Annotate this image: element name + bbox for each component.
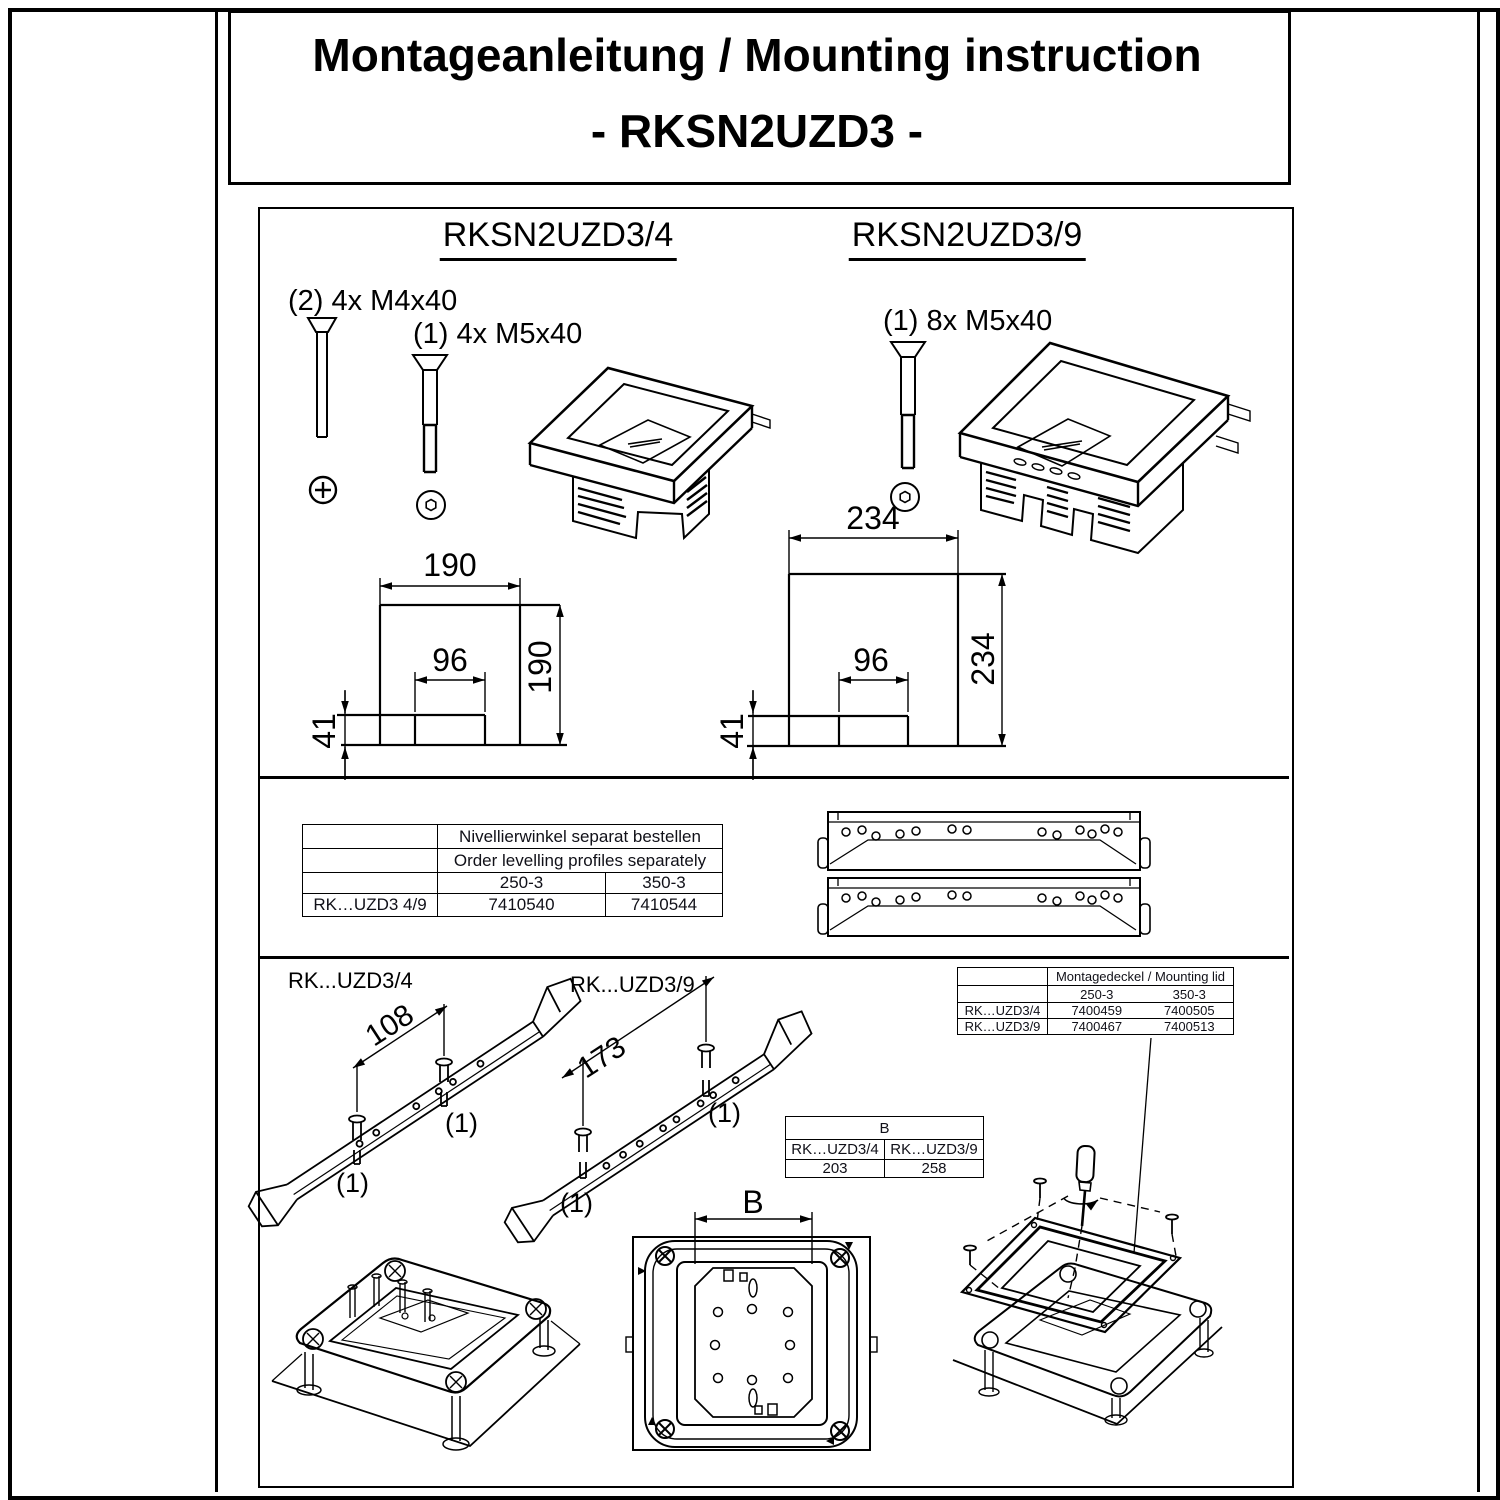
title-block [228, 10, 1291, 185]
dim-width-v9: 234 [846, 500, 900, 536]
rail-v9-figure [503, 976, 813, 1244]
heading-variant-9: RKSN2UZD3/9 [848, 218, 1086, 261]
frame-box-v4-figure [527, 366, 771, 541]
rail-v9-qty-a: (1) [708, 1098, 741, 1128]
screwdriver-icon [1063, 1144, 1099, 1227]
m4-screw-icon [306, 317, 338, 438]
lid-col-350: 350-3 [1145, 985, 1234, 1003]
levelling-empty-cell [302, 824, 438, 849]
screw-label-m5x40-v4: (1) 4x M5x40 [413, 318, 583, 350]
dim-notch-width-v9: 96 [853, 642, 889, 678]
rail-v4-figure [247, 977, 582, 1228]
m5-screw-v9-icon [889, 341, 927, 470]
dim-drawing-v4 [337, 578, 567, 780]
levelling-row-label: RK…UZD3 4/9 [302, 893, 438, 917]
lid-row1-val2: 7400513 [1145, 1018, 1234, 1035]
page-subtitle: - RKSN2UZD3 - [590, 105, 924, 157]
levelling-val-350: 7410544 [605, 893, 723, 917]
screw-label-m5x40-v9: (1) 8x M5x40 [883, 305, 1053, 337]
divider-middle-bottom [259, 956, 1289, 959]
phillips-head-icon [308, 475, 338, 505]
b-val-v9: 258 [884, 1159, 984, 1178]
rail-v4-qty-b: (1) [336, 1168, 369, 1198]
b-table: B RK…UZD3/4 RK…UZD3/9 203 258 [785, 1116, 984, 1178]
m5-screw-v4-icon [411, 354, 449, 474]
dim-notch-width-v4: 96 [432, 642, 468, 678]
heading-variant-4: RKSN2UZD3/4 [439, 218, 677, 261]
assembled-unit-figure [271, 1257, 581, 1451]
lid-row0-val2: 7400505 [1145, 1002, 1234, 1019]
page-title: Montageanleitung / Mounting instruction [312, 29, 1202, 81]
page-inner-line-left [215, 8, 218, 1492]
levelling-table: Nivellierwinkel separat bestellen Order … [302, 824, 723, 917]
levelling-empty-cell [302, 848, 438, 873]
lid-row-label: RK…UZD3/4 [957, 1002, 1048, 1019]
screw-label-m4x40: (2) 4x M4x40 [288, 285, 458, 317]
top-view-dim-label: B [742, 1184, 764, 1220]
divider-top-middle [259, 776, 1289, 779]
rail-v4-qty-a: (1) [445, 1108, 478, 1138]
washer-hex-v4-icon [416, 490, 446, 520]
frame-box-v9-figure [957, 341, 1251, 555]
dim-width-v4: 190 [423, 547, 477, 583]
lid-table: Montagedeckel / Mounting lid 250-3 350-3… [957, 967, 1234, 1035]
levelling-profiles-figure [817, 811, 1151, 937]
exploded-view-figure [952, 1144, 1223, 1426]
levelling-col-350: 350-3 [605, 872, 723, 894]
rail-v9-qty-b: (1) [560, 1188, 593, 1218]
content-box [258, 207, 1294, 1488]
page-inner-line-right [1477, 8, 1480, 1492]
b-val-v4: 203 [785, 1159, 885, 1178]
lid-row-label: RK…UZD3/9 [957, 1018, 1048, 1035]
levelling-val-250: 7410540 [437, 893, 606, 917]
rail-label-v4: RK...UZD3/4 [288, 968, 413, 993]
washer-hex-v9-icon [890, 482, 920, 512]
lid-table-leader-line [1133, 1037, 1152, 1254]
levelling-title-en: Order levelling profiles separately [437, 848, 723, 873]
levelling-col-250: 250-3 [437, 872, 606, 894]
top-view-figure [625, 1212, 878, 1451]
lid-row1-val1: 7400467 [1047, 1018, 1146, 1035]
dim-drawing-v9 [747, 530, 1006, 780]
